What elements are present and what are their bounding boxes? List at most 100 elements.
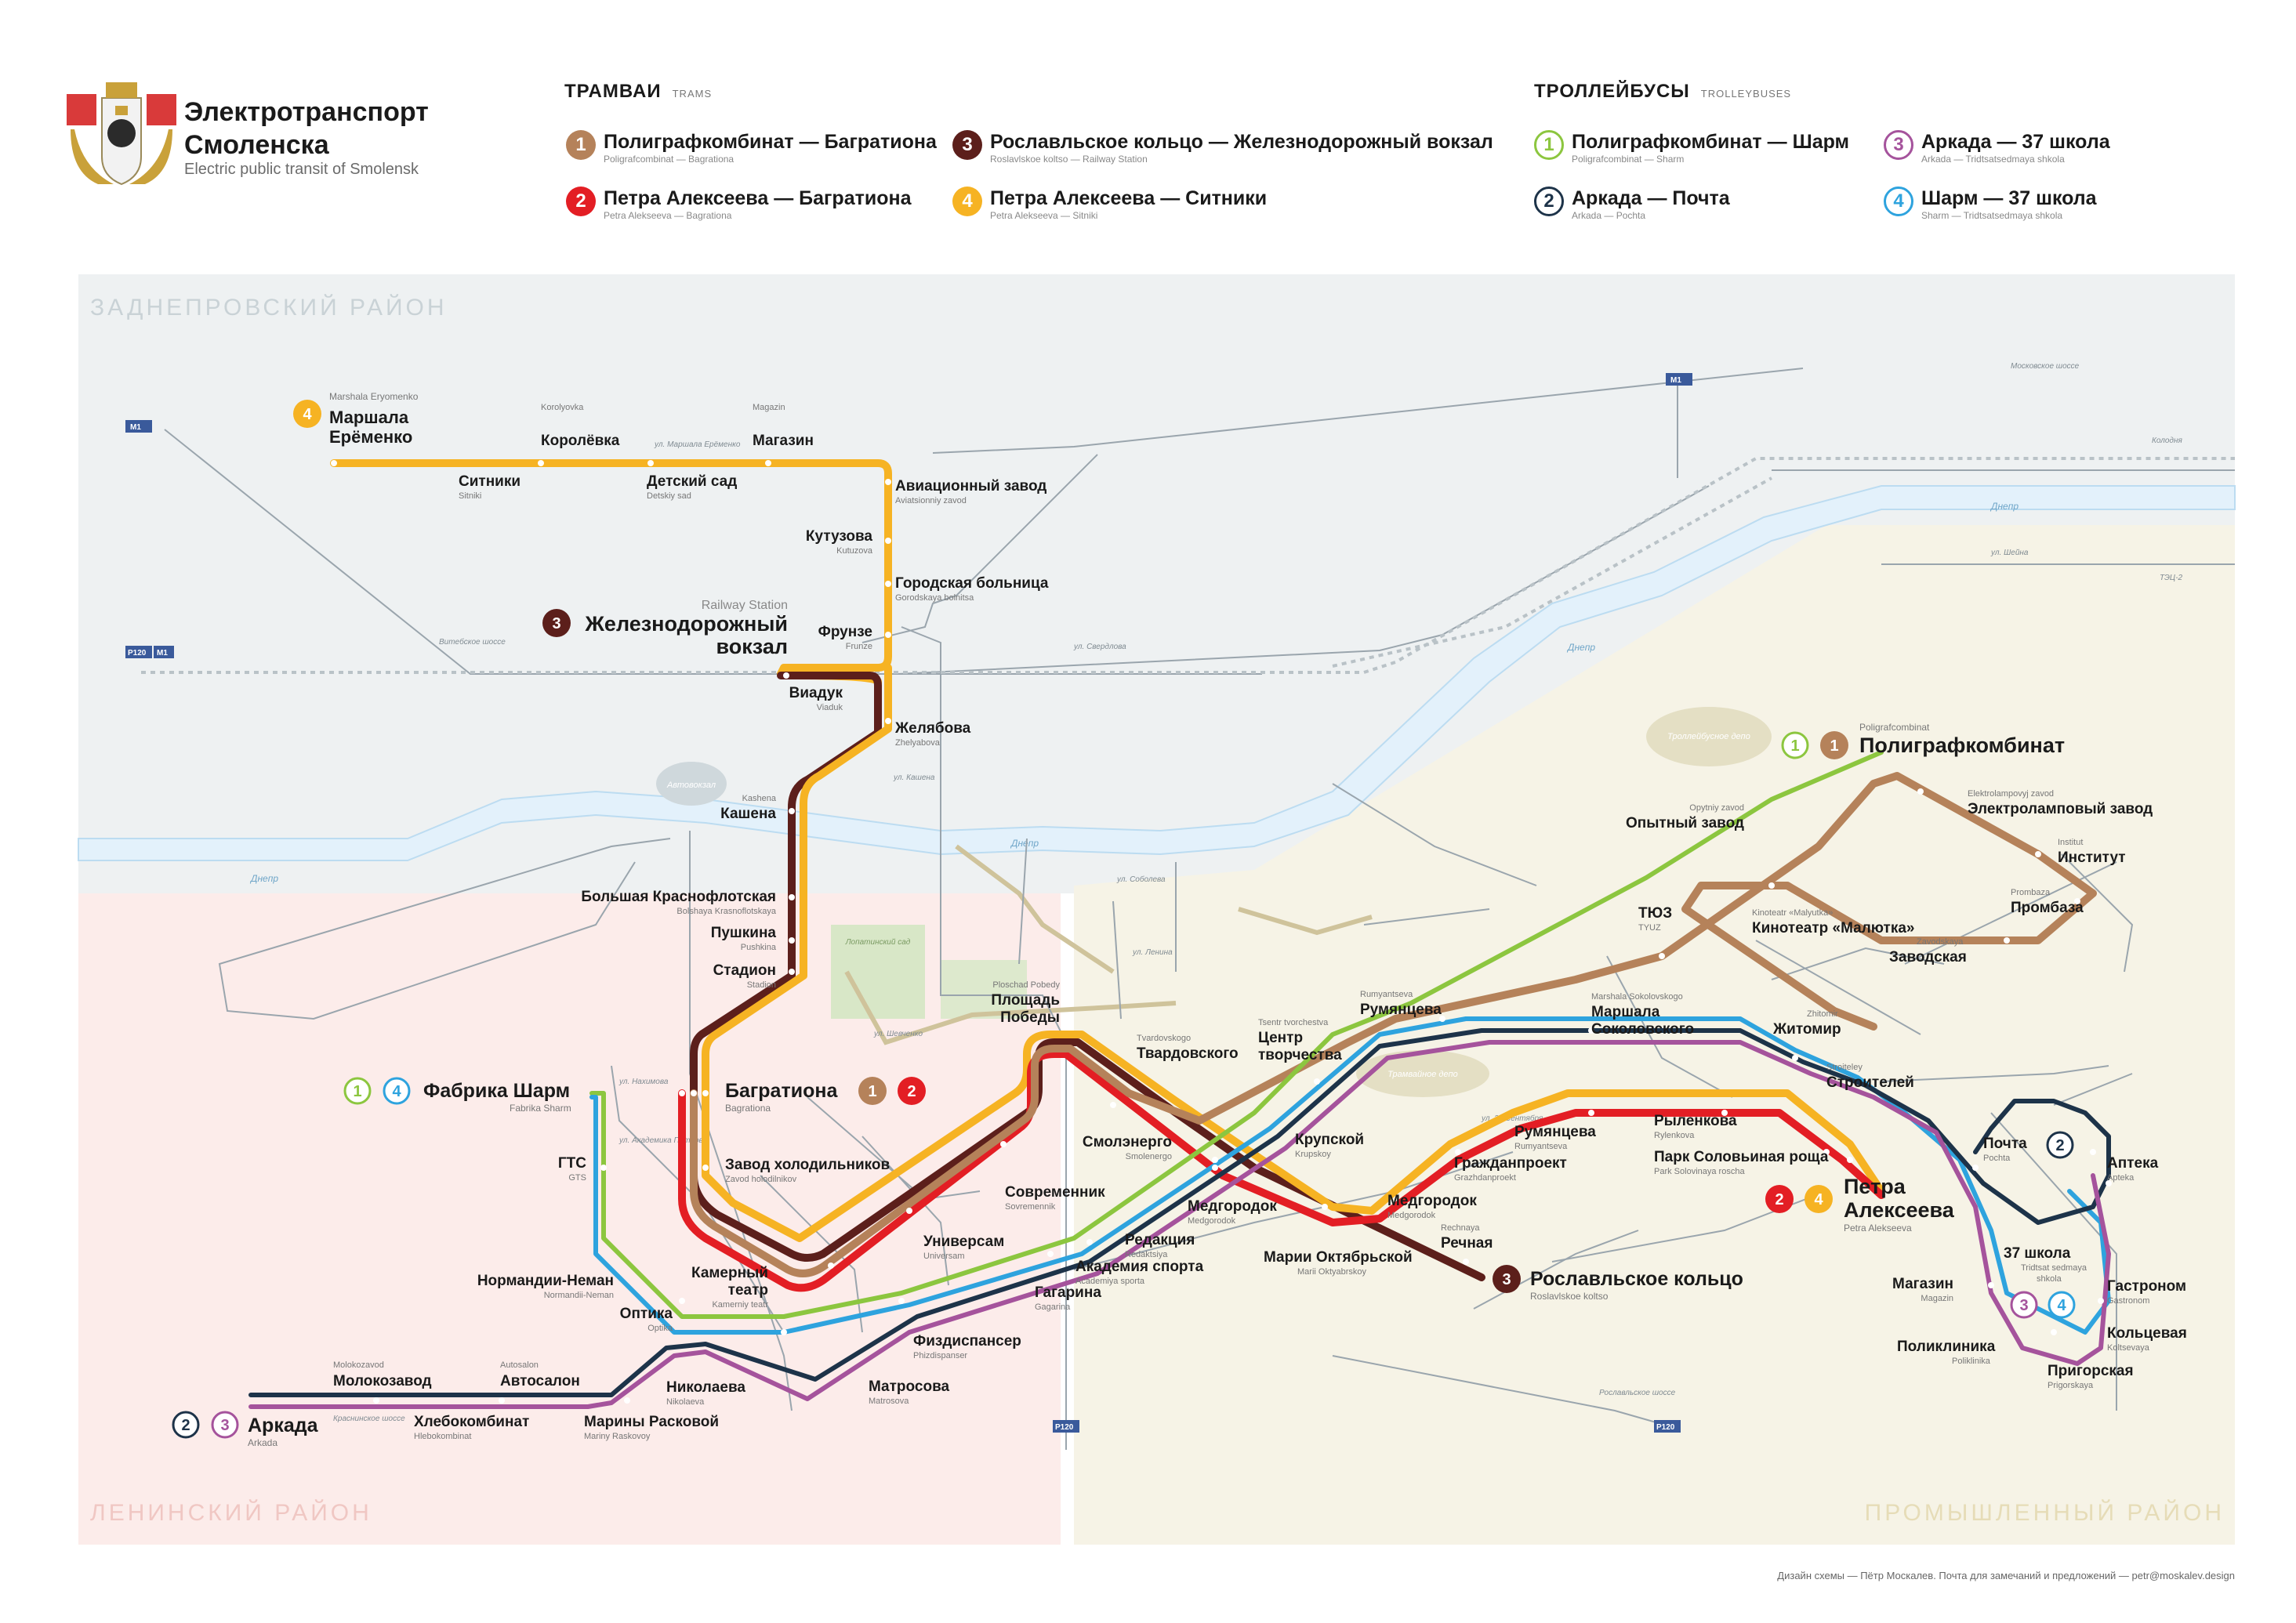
svg-text:Ерёменко: Ерёменко: [329, 427, 412, 447]
avtovokzal-area: [656, 762, 727, 806]
badge-tram-3-roslavl: [1493, 1265, 1521, 1293]
svg-text:Phizdispanser: Phizdispanser: [913, 1351, 967, 1360]
station-optika: Оптика: [620, 1306, 673, 1322]
trolley-4-line: [589, 1016, 2111, 1335]
station-gagarina: Гагарина: [1035, 1284, 1101, 1301]
svg-text:Academiya sporta: Academiya sporta: [1075, 1277, 1145, 1286]
station-pushkina: Пушкина: [711, 925, 777, 941]
station-poliklinika: Поликлиника: [1897, 1339, 1996, 1355]
station-medgorodok-2: Медгородок: [1387, 1193, 1477, 1209]
station-roslavl: Рославльское кольцо: [1530, 1268, 1743, 1290]
river-label: Днепр: [1010, 838, 1039, 849]
station-bkrasn: Большая Краснофлотская: [581, 889, 776, 905]
svg-text:Московское шоссе: Московское шоссе: [2011, 362, 2080, 371]
railways: [141, 457, 2235, 674]
station-zavodskaya: Заводская: [1889, 949, 1967, 965]
svg-text:Medgorodok: Medgorodok: [1387, 1211, 1436, 1220]
station-nikolaeva: Николаева: [666, 1379, 745, 1396]
svg-text:театр: театр: [728, 1282, 768, 1299]
route-name: Полиграфкомбинат — Шарм: [1572, 131, 1850, 153]
station-gastronom: Гастроном: [2107, 1278, 2186, 1295]
svg-text:Sitniki: Sitniki: [459, 491, 481, 501]
svg-text:Rumyantseva: Rumyantseva: [1360, 990, 1413, 999]
svg-text:Marshala Sokolovskogo: Marshala Sokolovskogo: [1591, 992, 1683, 1002]
trolley-1-line: [589, 750, 1884, 1319]
district-leninsky-bg: [78, 893, 1061, 1545]
svg-text:Bolshaya Krasnoflotskaya: Bolshaya Krasnoflotskaya: [676, 907, 776, 916]
svg-text:4: 4: [1814, 1191, 1823, 1208]
station-magazin-2: Магазин: [1892, 1276, 1953, 1292]
badge-tram-3: [542, 609, 571, 637]
svg-text:Tvardovskogo: Tvardovskogo: [1137, 1034, 1191, 1043]
badge-trolley-4: [383, 1077, 411, 1105]
station-apteka: Аптека: [2107, 1155, 2159, 1172]
svg-text:ул. Соболева: ул. Соболева: [1116, 875, 1166, 884]
avtovokzal-label: Автовокзал: [666, 781, 716, 790]
svg-text:ул. Нахимова: ул. Нахимова: [618, 1078, 669, 1086]
svg-text:Kamerniy teatr: Kamerniy teatr: [712, 1300, 768, 1310]
tram-1-line: [690, 772, 2097, 1277]
svg-text:Fabrika Sharm: Fabrika Sharm: [510, 1103, 571, 1114]
road-network: [164, 368, 2235, 1450]
station-pochta: Почта: [1983, 1136, 2027, 1152]
svg-text:Railway Station: Railway Station: [702, 599, 788, 612]
station-zavhol: Завод холодильников: [725, 1157, 890, 1173]
route-name: Петра Алексеева — Багратиона: [604, 187, 912, 209]
svg-text:4: 4: [303, 406, 312, 423]
svg-text:3: 3: [2019, 1297, 2028, 1314]
station-zhelyabova: Желябова: [894, 720, 971, 737]
svg-text:Соколовского: Соколовского: [1591, 1021, 1694, 1038]
svg-text:Medgorodok: Medgorodok: [1188, 1216, 1236, 1226]
badge-tram-4-petra: [1805, 1185, 1833, 1213]
trolley-3-line: [248, 1040, 2111, 1409]
badge-tram-2-petra: [1765, 1185, 1794, 1213]
svg-text:Rechnaya: Rechnaya: [1441, 1223, 1480, 1233]
svg-text:Tsentr tvorchestva: Tsentr tvorchestva: [1258, 1018, 1329, 1027]
badge-tram-1: [858, 1077, 887, 1105]
route-name: Аркада — 37 школа: [1921, 131, 2110, 153]
station-aviazavod: Авиационный завод: [895, 478, 1046, 495]
svg-text:Magazin: Magazin: [1921, 1294, 1953, 1303]
station-psolov: Парк Соловьиная роща: [1654, 1149, 1829, 1165]
svg-text:Universam: Universam: [923, 1252, 965, 1261]
station-medgorodok-1: Медгородок: [1188, 1198, 1277, 1215]
svg-text:Smolenergo: Smolenergo: [1126, 1152, 1172, 1161]
route-latin: Petra Alekseeva — Bagrationa: [604, 210, 732, 221]
station-kashena: Кашена: [720, 806, 776, 822]
station-kutuzova: Кутузова: [806, 528, 872, 545]
station-sitniki: Ситники: [459, 473, 520, 490]
station-tyuz: ТЮЗ: [1638, 905, 1672, 922]
trams-subtitle: TRAMS: [672, 88, 713, 100]
svg-text:P120: P120: [128, 649, 147, 658]
legend-tram-route-3: 3 Рославльское кольцо — Железнодорожный …: [952, 130, 1493, 165]
river-label: Днепр: [1566, 642, 1595, 653]
svg-text:M1: M1: [130, 423, 141, 432]
station-rechnaya: Речная: [1441, 1235, 1493, 1252]
app-title: Электротранспорт Смоленска: [184, 97, 429, 160]
svg-text:Elektrolampovyj zavod: Elektrolampovyj zavod: [1968, 789, 2054, 799]
station-magazin: Магазин: [753, 433, 814, 449]
coat-of-arms-emblem: [67, 82, 176, 186]
station-sharm: Фабрика Шарм: [423, 1080, 570, 1102]
svg-text:Krupskoy: Krupskoy: [1295, 1150, 1331, 1159]
station-msokol: Маршала: [1591, 1004, 1660, 1020]
svg-text:Победы: Победы: [1000, 1009, 1060, 1026]
badge-trolley-1: [343, 1077, 372, 1105]
svg-text:Gastronom: Gastronom: [2107, 1296, 2149, 1306]
route-latin: Petra Alekseeva — Sitniki: [990, 210, 1098, 221]
station-koltsevaya: Кольцевая: [2107, 1325, 2187, 1342]
app-subtitle: Electric public transit of Smolensk: [184, 161, 419, 178]
svg-text:Tridtsat sedmaya: Tridtsat sedmaya: [2021, 1263, 2087, 1273]
route-name: Петра Алексеева — Ситники: [990, 187, 1268, 209]
svg-text:ТЭЦ-2: ТЭЦ-2: [2160, 574, 2183, 582]
svg-text:3: 3: [552, 615, 560, 632]
river-label: Днепр: [1990, 501, 2019, 512]
route-latin: Poligrafcombinat — Sharm: [1572, 154, 1685, 165]
station-hlebokomb: Хлебокомбинат: [414, 1414, 529, 1430]
station-krupskoy: Крупской: [1295, 1132, 1364, 1148]
trolley-depot-area: [1646, 707, 1772, 766]
svg-text:Алексеева: Алексеева: [1844, 1198, 1955, 1222]
